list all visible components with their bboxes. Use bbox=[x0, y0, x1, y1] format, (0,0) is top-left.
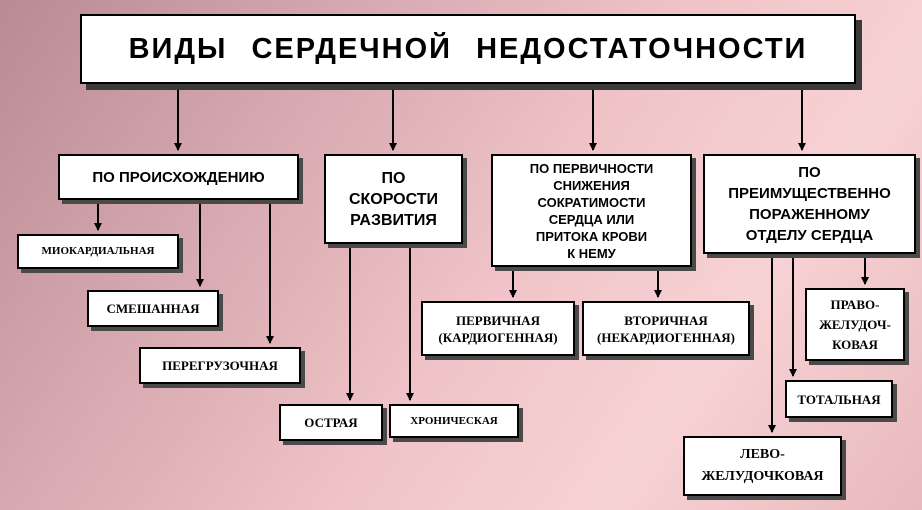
category-speed: ПО СКОРОСТИ РАЗВИТИЯ bbox=[324, 154, 463, 244]
origin-overload: ПЕРЕГРУЗОЧНАЯ bbox=[139, 347, 301, 384]
diagram-title: ВИДЫ СЕРДЕЧНОЙ НЕДОСТАТОЧНОСТИ bbox=[80, 14, 856, 84]
category-department: ПО ПРЕИМУЩЕСТВЕННО ПОРАЖЕННОМУ ОТДЕЛУ СЕ… bbox=[703, 154, 916, 254]
department-right-ventricular: ПРАВО- ЖЕЛУДОЧ- КОВАЯ bbox=[805, 288, 905, 361]
category-primary: ПО ПЕРВИЧНОСТИ СНИЖЕНИЯ СОКРАТИМОСТИ СЕР… bbox=[491, 154, 692, 267]
primary-cardiogenic: ПЕРВИЧНАЯ (КАРДИОГЕННАЯ) bbox=[421, 301, 575, 356]
primary-noncardiogenic: ВТОРИЧНАЯ (НЕКАРДИОГЕННАЯ) bbox=[582, 301, 750, 356]
speed-acute: ОСТРАЯ bbox=[279, 404, 383, 441]
department-total: ТОТАЛЬНАЯ bbox=[785, 380, 893, 418]
department-left-ventricular: ЛЕВО- ЖЕЛУДОЧКОВАЯ bbox=[683, 436, 842, 496]
origin-mixed: СМЕШАННАЯ bbox=[87, 290, 219, 327]
speed-chronic: ХРОНИЧЕСКАЯ bbox=[389, 404, 519, 438]
category-origin: ПО ПРОИСХОЖДЕНИЮ bbox=[58, 154, 299, 200]
origin-myocardial: МИОКАРДИАЛЬНАЯ bbox=[17, 234, 179, 269]
